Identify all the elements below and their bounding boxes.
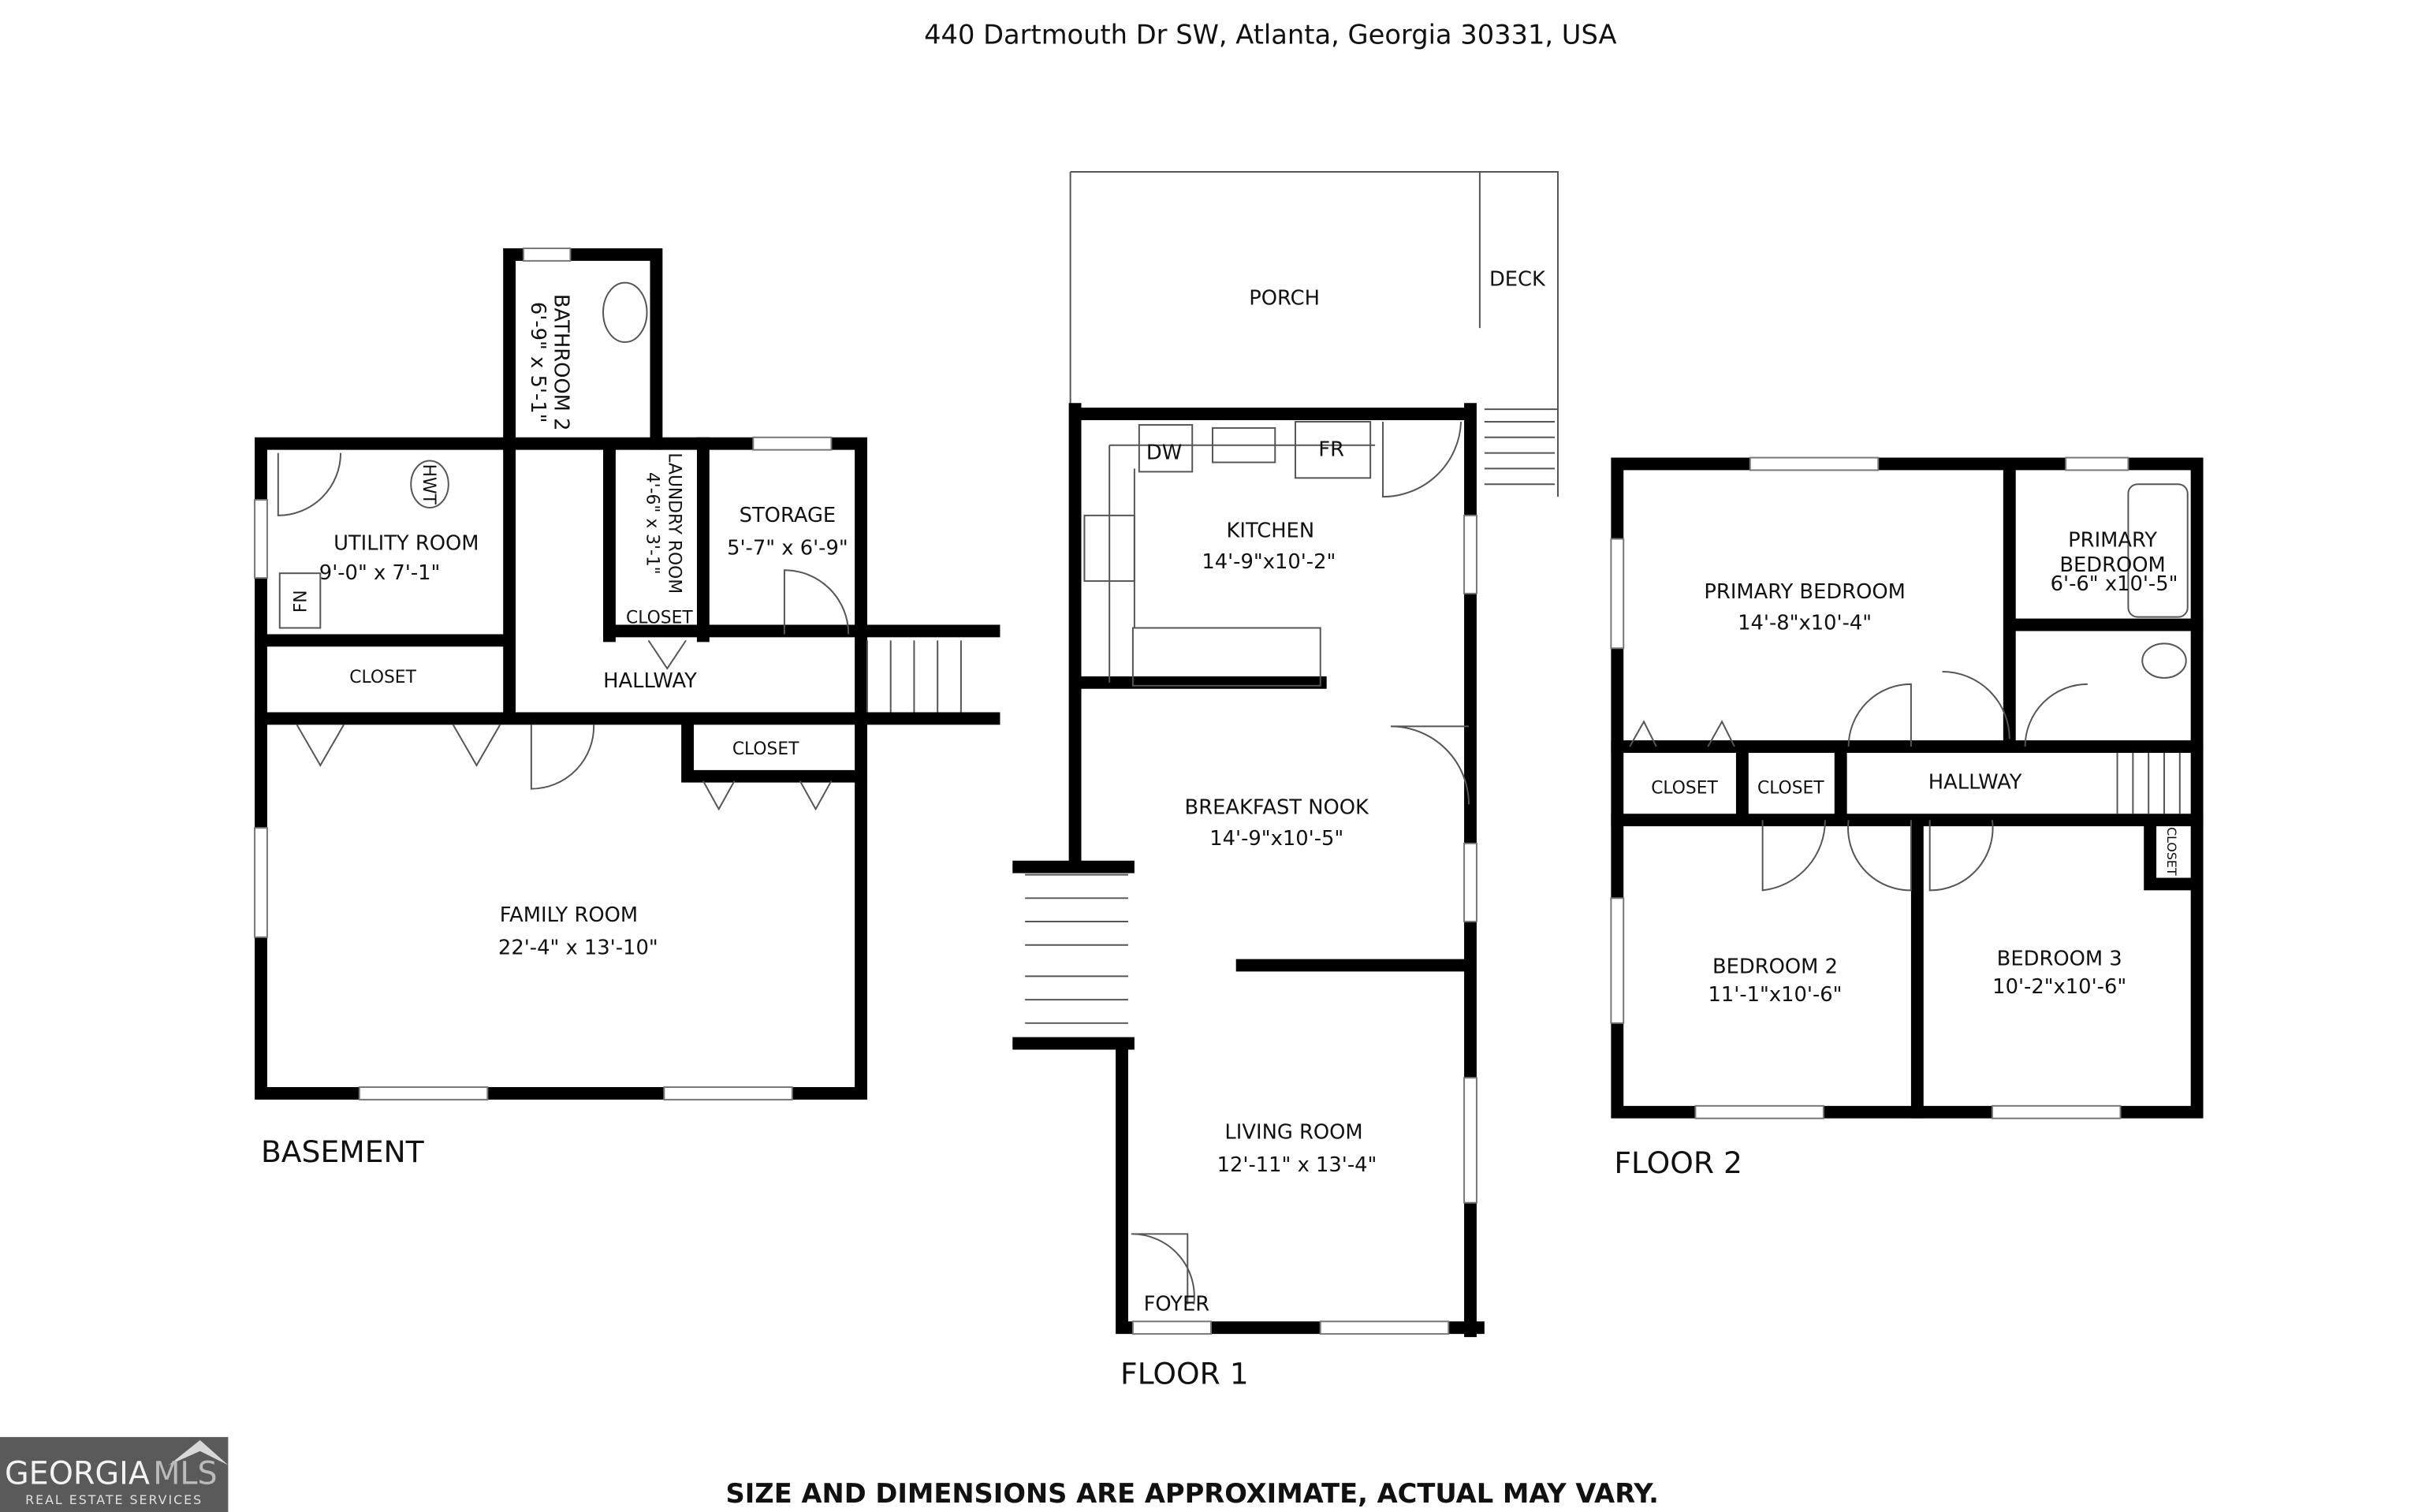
closet-label: CLOSET xyxy=(1651,779,1718,799)
primary-bath-label: PRIMARY xyxy=(2068,528,2157,552)
utility-room-label: UTILITY ROOM xyxy=(333,531,479,555)
deck-label: DECK xyxy=(1489,268,1546,292)
hwt-label: HWT xyxy=(419,464,438,505)
closet-label: CLOSET xyxy=(732,739,799,759)
kitchen-dims: 14'-9"x10'-2" xyxy=(1202,550,1336,574)
bedroom3-dims: 10'-2"x10'-6" xyxy=(1992,975,2126,999)
storage-dims: 5'-7" x 6'-9" xyxy=(727,536,848,560)
floor2-plan: PRIMARY BEDROOM 14'-8"x10'-4" PRIMARY BE… xyxy=(1610,456,2204,1180)
family-room-dims: 22'-4" x 13'-10" xyxy=(498,937,658,960)
dw-label: DW xyxy=(1146,441,1182,465)
storage-label: STORAGE xyxy=(740,504,837,527)
closet-label: CLOSET xyxy=(2164,827,2179,876)
laundry-label: LAUNDRY ROOM xyxy=(664,452,684,594)
closet-label: CLOSET xyxy=(349,668,416,687)
breakfast-nook-label: BREAKFAST NOOK xyxy=(1185,795,1369,819)
living-room-label: LIVING ROOM xyxy=(1224,1120,1362,1144)
logo-tagline: REAL ESTATE SERVICES xyxy=(25,1492,203,1507)
logo-text-mls: MLS xyxy=(153,1455,217,1492)
primary-bath-label: BEDROOM xyxy=(2059,553,2165,577)
floor2-title: FLOOR 2 xyxy=(1614,1145,1742,1180)
porch-label: PORCH xyxy=(1249,286,1320,310)
basement-plan: HWT FN BATHROOM 2 6'-9" x 5'-1" UTILITY … xyxy=(254,248,1000,1169)
georgia-mls-logo: GEORGIA MLS REAL ESTATE SERVICES xyxy=(0,1436,229,1512)
logo-text-georgia: GEORGIA xyxy=(5,1455,150,1492)
kitchen-sink-icon xyxy=(1211,426,1276,464)
hallway-label: HALLWAY xyxy=(603,669,697,693)
furnace-icon xyxy=(278,572,322,629)
floor1-plan: PORCH DECK DW FR KITCHEN 14'-9"x10'-2" B… xyxy=(1012,170,1559,1391)
foyer-label: FOYER xyxy=(1144,1292,1210,1316)
closet-label: CLOSET xyxy=(626,609,693,628)
laundry-dims: 4'-6" x 3'-1" xyxy=(643,472,662,575)
floor1-title: FLOOR 1 xyxy=(1120,1357,1249,1391)
sink-icon xyxy=(602,281,648,343)
hallway-label: HALLWAY xyxy=(1928,771,2022,795)
closet-label: CLOSET xyxy=(1757,779,1824,799)
dishwasher-icon xyxy=(1138,423,1194,473)
primary-bedroom-label: PRIMARY BEDROOM xyxy=(1704,580,1905,604)
primary-bath-dims: 6'-6" x10'-5" xyxy=(2051,572,2178,596)
bathroom2-dims: 6'-9" x 5'-1" xyxy=(526,302,550,423)
stove-icon xyxy=(1083,514,1135,583)
fn-label: FN xyxy=(291,590,311,613)
primary-bedroom-dims: 14'-8"x10'-4" xyxy=(1738,612,1872,635)
bedroom2-dims: 11'-1"x10'-6" xyxy=(1708,983,1842,1007)
bathroom2-label: BATHROOM 2 xyxy=(550,294,573,431)
fr-label: FR xyxy=(1318,438,1344,462)
family-room-label: FAMILY ROOM xyxy=(500,903,638,927)
utility-room-dims: 9'-0" x 7'-1" xyxy=(319,561,441,585)
bathtub-icon xyxy=(2127,483,2189,618)
basement-title: BASEMENT xyxy=(261,1134,425,1169)
disclaimer: SIZE AND DIMENSIONS ARE APPROXIMATE, ACT… xyxy=(726,1478,1659,1509)
sink-icon xyxy=(2141,642,2187,679)
living-room-dims: 12'-11" x 13'-4" xyxy=(1217,1153,1377,1177)
address-title: 440 Dartmouth Dr SW, Atlanta, Georgia 30… xyxy=(924,19,1616,50)
bedroom2-label: BEDROOM 2 xyxy=(1712,955,1838,978)
water-heater-icon xyxy=(410,460,449,508)
kitchen-label: KITCHEN xyxy=(1227,520,1315,543)
fridge-icon xyxy=(1295,420,1372,479)
breakfast-nook-dims: 14'-9"x10'-5" xyxy=(1209,827,1343,851)
bedroom3-label: BEDROOM 3 xyxy=(1997,948,2122,971)
